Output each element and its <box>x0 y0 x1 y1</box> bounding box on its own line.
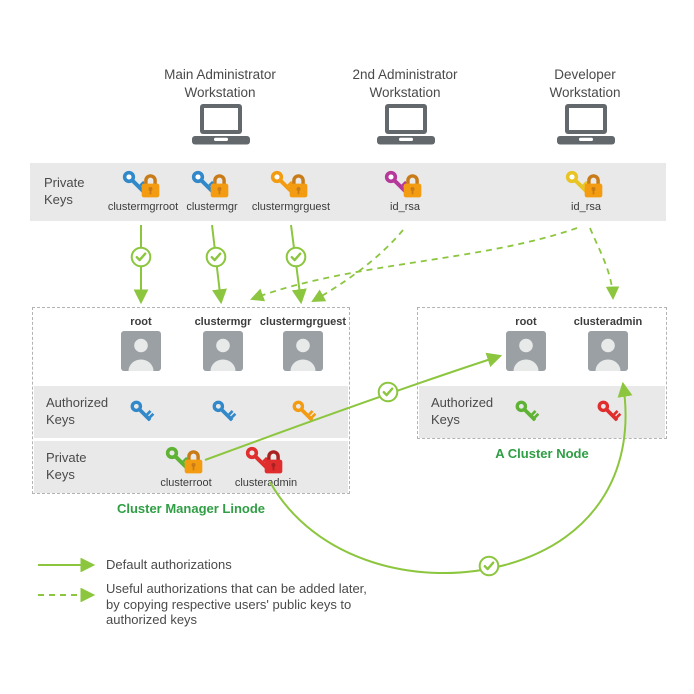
user-root-node: root <box>476 316 576 371</box>
person-icon <box>283 331 323 371</box>
legend-solid-arrow <box>38 558 96 572</box>
key-with-lock <box>380 167 430 200</box>
private-key-clusteradmin: clusteradmin <box>211 443 321 489</box>
workstation-label-2nd: 2nd Administrator Workstation <box>352 67 458 100</box>
person-icon <box>506 331 546 371</box>
key-icon <box>165 446 192 469</box>
authorized-keys-label: Authorized Keys <box>46 395 109 427</box>
private-key-clusterroot: clusterroot <box>131 443 241 489</box>
checkmark-circle-icon <box>478 555 500 577</box>
legend-dashed-line-3: authorized keys <box>106 612 198 627</box>
padlock-icon <box>210 174 229 198</box>
authorized-key <box>511 396 543 433</box>
checkmark-circle-icon <box>377 381 399 403</box>
key-icon <box>212 400 237 422</box>
user-name: root <box>515 316 537 328</box>
checkmark-circle-icon <box>285 246 307 268</box>
private-key-idrsa-2nd: id_rsa <box>350 167 460 213</box>
key-label: id_rsa <box>390 201 420 213</box>
key-icon <box>130 400 155 422</box>
user-name: clustermgr <box>194 316 252 328</box>
user-clustermgrguest: clustermgrguest <box>253 316 353 371</box>
padlock-icon <box>403 174 422 198</box>
key-with-lock <box>118 167 168 200</box>
user-name: clusteradmin <box>573 316 643 328</box>
key-label: clustermgr <box>186 201 238 213</box>
key-icon <box>292 400 317 422</box>
private-key-clustermgr: clustermgr <box>157 167 267 213</box>
authorized-key <box>126 396 158 433</box>
legend-dashed-line-2: by copying respective users' public keys… <box>106 596 352 612</box>
padlock-icon <box>141 174 160 198</box>
user-name: clustermgrguest <box>259 316 347 328</box>
workstation-label-main: Main Administrator Workstation <box>164 67 276 100</box>
legend-dashed-line-1: Useful authorizations that can be added … <box>106 581 367 596</box>
legend-dashed-arrow <box>38 588 96 602</box>
optional-auth-arrow-dev-idrsa-right <box>589 227 620 301</box>
padlock-icon <box>264 450 283 474</box>
legend-dashed-label: Useful authorizations that can be added … <box>106 581 367 628</box>
cluster-node-box: root clusteradmin Authorized Keys <box>417 307 667 439</box>
laptop-icon-main <box>192 104 250 148</box>
authorized-key <box>208 396 240 433</box>
user-clusteradmin-node: clusteradmin <box>558 316 658 371</box>
checkmark-circle-icon <box>130 246 152 268</box>
padlock-icon <box>184 450 203 474</box>
optional-auth-arrow-2ndadmin-idrsa <box>311 229 404 302</box>
private-keys-band-manager: Private Keys clusterroot clusteradmin <box>34 441 348 493</box>
key-with-lock <box>561 167 611 200</box>
person-icon <box>121 331 161 371</box>
key-icon <box>597 400 622 422</box>
person-icon <box>588 331 628 371</box>
authorized-keys-band-node: Authorized Keys <box>419 386 665 438</box>
private-keys-band: Private Keys <box>30 163 666 221</box>
key-label: clustermgrroot <box>107 201 179 213</box>
key-with-lock <box>266 167 316 200</box>
legend-solid-label: Default authorizations <box>106 557 232 572</box>
padlock-icon <box>584 174 603 198</box>
cluster-node-caption: A Cluster Node <box>495 446 589 461</box>
key-icon <box>515 400 540 422</box>
checkmark-circle-icon <box>205 246 227 268</box>
key-label: id_rsa <box>571 201 601 213</box>
cluster-manager-caption: Cluster Manager Linode <box>116 501 266 516</box>
key-with-lock <box>161 443 211 476</box>
key-with-lock <box>187 167 237 200</box>
key-label: clusteradmin <box>234 477 298 489</box>
laptop-icon-2nd <box>377 104 435 148</box>
private-keys-label: Private Keys <box>46 450 87 482</box>
key-icon <box>565 170 592 193</box>
person-icon <box>203 331 243 371</box>
authorized-key <box>593 396 625 433</box>
user-root-manager: root <box>91 316 191 371</box>
authorized-keys-band-manager: Authorized Keys <box>34 386 348 438</box>
laptop-icon-developer <box>557 104 615 148</box>
key-with-lock <box>241 443 291 476</box>
key-icon <box>191 170 218 193</box>
authorized-keys-label: Authorized Keys <box>431 395 494 427</box>
cluster-manager-box: root clustermgr clustermgrguest Authoriz… <box>32 307 350 494</box>
key-label: clusterroot <box>160 477 212 489</box>
authorized-key <box>288 396 320 433</box>
private-keys-band-label: Private Keys <box>44 175 85 207</box>
private-key-idrsa-developer: id_rsa <box>531 167 641 213</box>
workstation-label-developer: Developer Workstation <box>549 67 621 100</box>
user-name: root <box>130 316 152 328</box>
padlock-icon <box>289 174 308 198</box>
private-key-clustermgrroot: clustermgrroot <box>88 167 198 213</box>
private-key-clustermgrguest: clustermgrguest <box>236 167 346 213</box>
key-label: clustermgrguest <box>251 201 331 213</box>
